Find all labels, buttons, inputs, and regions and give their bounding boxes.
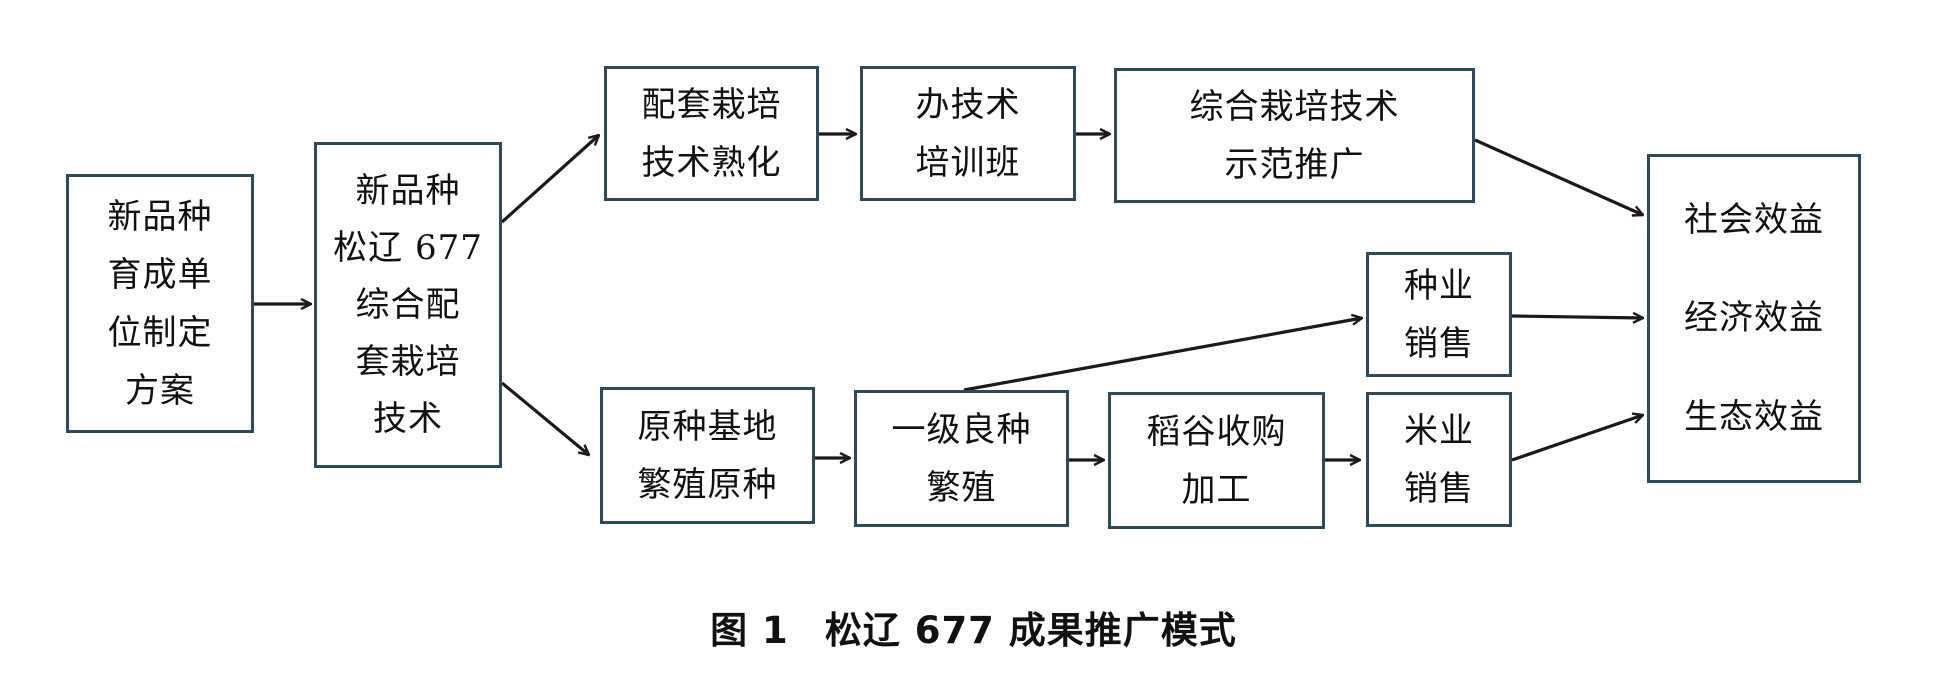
arrow-demo-to-benefits [1474, 138, 1643, 215]
node-text: 繁殖 [926, 467, 997, 508]
arrow-tech-to-mature [500, 135, 599, 224]
figure-caption: 图 1 松辽 677 成果推广模式 [0, 600, 1947, 654]
node-rice-sales: 米业 销售 [1366, 392, 1512, 527]
node-text: 原种基地 [637, 406, 778, 447]
node-variety-plan: 新品种 育成单 位制定 方案 [66, 174, 254, 433]
arrow-seedsale-to-benefits [1511, 316, 1643, 318]
node-text: 新品种 [107, 196, 213, 237]
arrow-tech-to-base [500, 381, 589, 455]
node-demo-promotion: 综合栽培技术 示范推广 [1114, 68, 1475, 203]
node-benefits: 社会效益 经济效益 生态效益 [1647, 154, 1861, 483]
node-text: 方案 [125, 370, 195, 411]
node-training-class: 办技术 培训班 [860, 66, 1076, 201]
node-seed-sales: 种业 销售 [1366, 252, 1512, 377]
benefit-social: 社会效益 [1684, 200, 1824, 241]
node-text: 培训班 [915, 142, 1021, 183]
node-text: 米业 [1404, 410, 1474, 451]
arrow-first-to-seedsale [963, 318, 1362, 392]
figure-title: 松辽 677 成果推广模式 [824, 609, 1237, 652]
node-text: 加工 [1181, 469, 1252, 510]
node-text: 技术 [373, 398, 443, 439]
node-text: 技术熟化 [641, 142, 782, 183]
node-text: 销售 [1404, 468, 1474, 509]
node-text: 繁殖原种 [637, 464, 778, 505]
node-cultivation-tech: 新品种 松辽 677 综合配 套栽培 技术 [314, 142, 502, 468]
node-text: 配套栽培 [641, 84, 782, 125]
figure-number: 图 1 [710, 609, 789, 652]
node-text: 种业 [1404, 265, 1474, 306]
node-text: 综合栽培技术 [1189, 86, 1400, 127]
node-text: 稻谷收购 [1146, 411, 1287, 452]
node-text: 示范推广 [1224, 144, 1365, 185]
node-text: 综合配 [355, 284, 461, 325]
node-first-grade-seed: 一级良种 繁殖 [854, 390, 1069, 527]
node-text: 办技术 [915, 84, 1021, 125]
node-text: 销售 [1404, 323, 1474, 364]
node-tech-maturation: 配套栽培 技术熟化 [604, 66, 819, 201]
node-text: 位制定 [107, 312, 213, 353]
arrow-ricesale-to-benefits [1511, 415, 1643, 462]
benefit-economic: 经济效益 [1684, 298, 1824, 339]
node-text: 一级良种 [891, 409, 1032, 450]
node-text: 套栽培 [355, 341, 461, 382]
node-breeding-base: 原种基地 繁殖原种 [600, 387, 815, 524]
node-text: 新品种 [355, 170, 461, 211]
node-grain-purchase: 稻谷收购 加工 [1108, 392, 1325, 529]
benefit-ecological: 生态效益 [1684, 396, 1824, 437]
node-text: 松辽 677 [333, 227, 483, 268]
node-text: 育成单 [107, 254, 213, 295]
